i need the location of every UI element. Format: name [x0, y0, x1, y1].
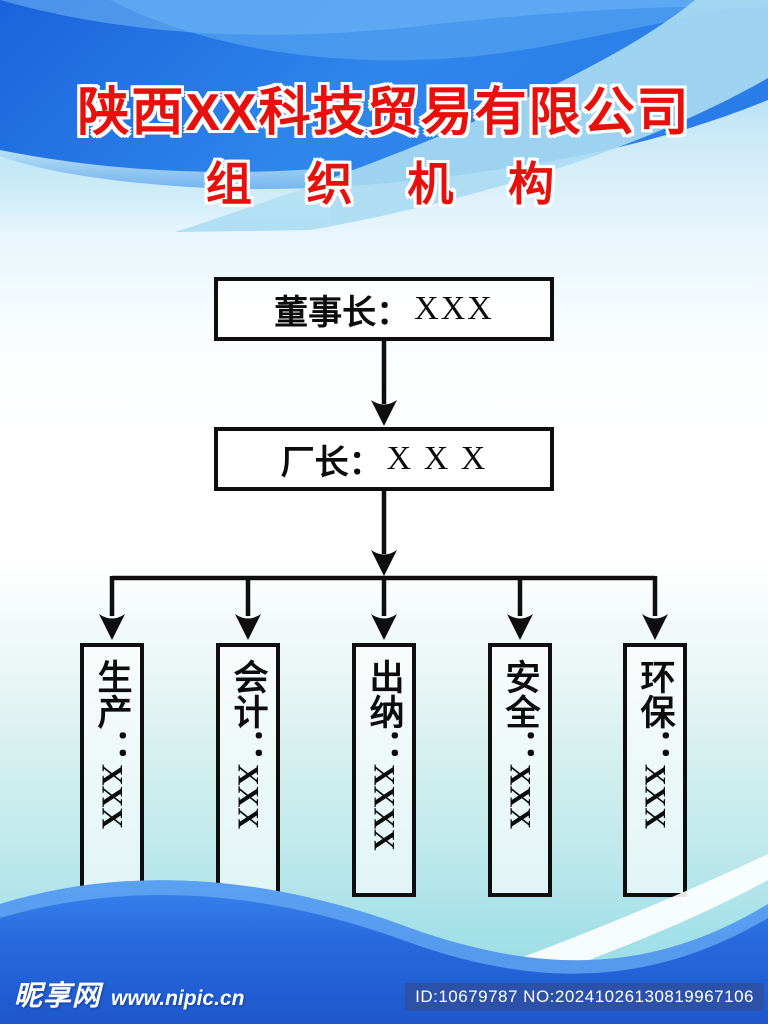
dept-value: XXX: [231, 764, 265, 829]
watermark-site-name: 昵享网: [14, 980, 102, 1011]
dept-value: XXX: [95, 764, 129, 829]
dept-value: XXXX: [367, 764, 401, 851]
dept-box-accounting: 会计：XXX: [216, 643, 280, 897]
dept-text: 出纳：XXXX: [364, 647, 404, 893]
dept-box-production: 生产：XXX: [80, 643, 144, 897]
dept-value: XXX: [503, 764, 537, 829]
watermark-logo: 昵享网 www.nipic.cn: [14, 974, 244, 1014]
image-id-badge: ID:10679787 NO:20241026130819967106: [405, 983, 764, 1011]
poster-subtitle: 组 织 机 构: [205, 158, 563, 210]
poster-title: 陕西XX科技贸易有限公司: [77, 84, 691, 142]
dept-value: XXX: [638, 764, 672, 829]
chairman-label: 董事长：: [274, 293, 411, 332]
director-value: X X X: [386, 440, 488, 477]
chairman-value: XXX: [414, 290, 494, 327]
director-label: 厂长：: [280, 443, 383, 482]
watermark-site-url: www.nipic.cn: [111, 987, 245, 1010]
dept-label: 出纳：: [364, 659, 404, 764]
dept-text: 生产：XXX: [92, 647, 132, 893]
top-wave-decoration: [0, 0, 768, 232]
dept-box-safety: 安全：XXX: [488, 643, 552, 897]
chairman-box: 董事长：XXX: [214, 277, 554, 341]
dept-box-environment: 环保：XXX: [623, 643, 687, 897]
director-box: 厂长：X X X: [214, 427, 554, 491]
org-connector-arrows: [99, 340, 668, 640]
dept-label: 生产：: [92, 659, 132, 764]
dept-text: 环保：XXX: [635, 647, 675, 893]
dept-label: 环保：: [635, 659, 675, 764]
dept-text: 安全：XXX: [500, 647, 540, 893]
dept-label: 会计：: [228, 659, 268, 764]
dept-label: 安全：: [500, 659, 540, 764]
dept-box-cashier: 出纳：XXXX: [352, 643, 416, 897]
dept-text: 会计：XXX: [228, 647, 268, 893]
